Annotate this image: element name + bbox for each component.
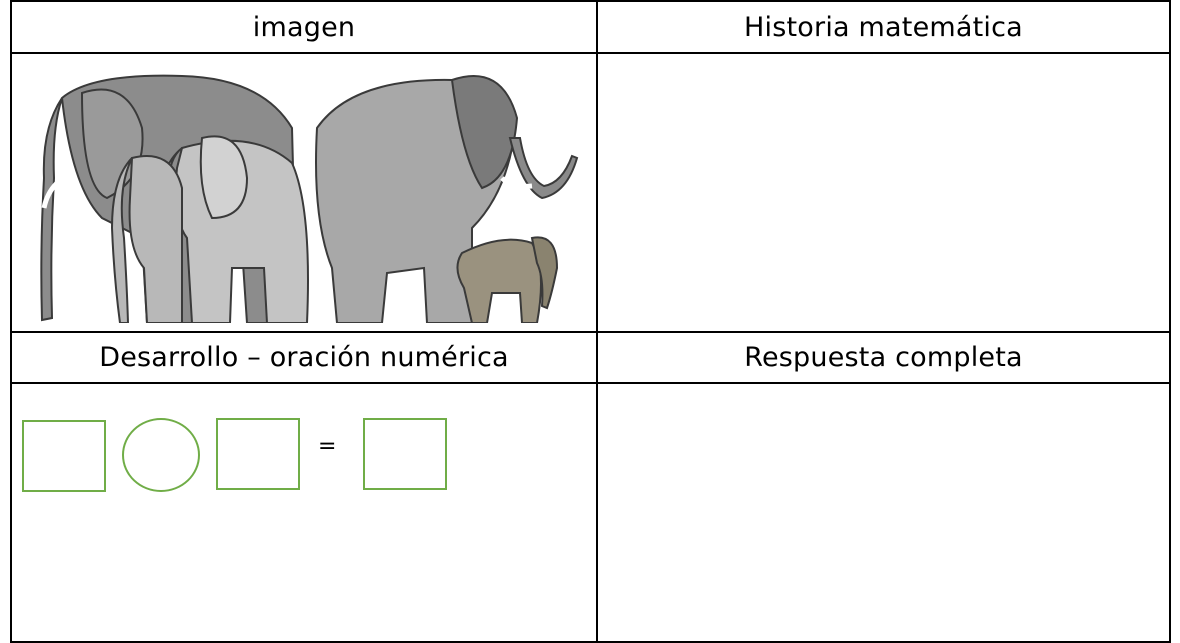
number-box-2[interactable] xyxy=(216,418,300,490)
header-work-number-sentence: Desarrollo – oración numérica xyxy=(99,342,509,373)
equals-sign: = xyxy=(318,434,337,459)
header-image: imagen xyxy=(252,11,356,43)
table-row-divider xyxy=(10,331,1171,333)
table-row-divider xyxy=(10,382,1171,384)
math-story-field[interactable] xyxy=(600,55,1167,329)
worksheet-table: imagen Historia matemática Desarrollo – … xyxy=(10,0,1171,643)
table-border-top xyxy=(10,0,1171,2)
table-row-divider xyxy=(10,52,1171,54)
table-border-left xyxy=(10,0,12,643)
table-border-right xyxy=(1169,0,1171,643)
table-border-bottom xyxy=(10,641,1171,643)
complete-answer-field[interactable] xyxy=(600,385,1167,639)
table-column-divider xyxy=(596,0,598,643)
elephants-illustration xyxy=(32,68,580,331)
result-box[interactable] xyxy=(363,418,447,490)
header-complete-answer: Respuesta completa xyxy=(744,342,1023,373)
header-math-story: Historia matemática xyxy=(744,11,1023,43)
elephant-baby xyxy=(456,236,559,324)
number-box-1[interactable] xyxy=(22,420,106,492)
elephant-medium-group xyxy=(110,135,309,324)
operator-circle[interactable] xyxy=(122,418,200,492)
